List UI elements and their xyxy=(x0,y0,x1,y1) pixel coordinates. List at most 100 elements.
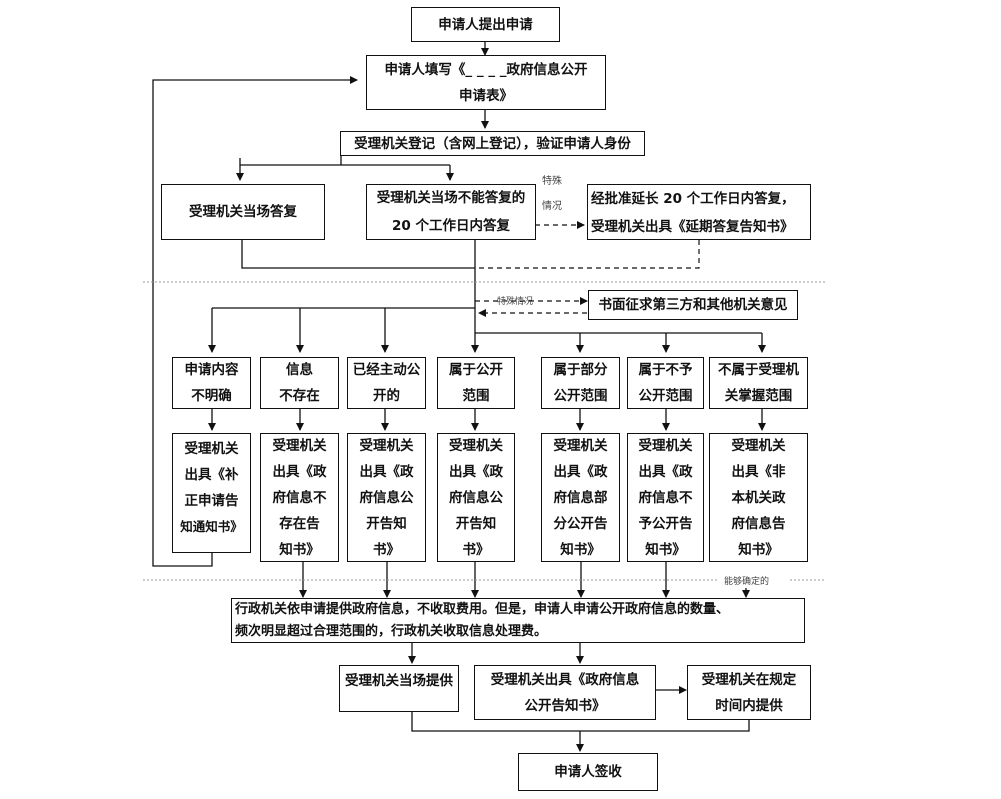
category-1-line2: 不明确 xyxy=(191,388,232,404)
connector-register-split xyxy=(239,158,450,166)
result-4-line1: 受理机关 xyxy=(449,437,503,454)
result-6-line1: 受理机关 xyxy=(638,437,693,454)
result-2-line4: 存在告 xyxy=(279,515,320,532)
result-1: 受理机关 出具《补 正申请告 知通知书》 xyxy=(172,433,251,553)
node-issue-notice: 受理机关出具《政府信息 公开告知书》 xyxy=(474,665,656,720)
category-1-line1: 申请内容 xyxy=(184,362,239,378)
node-reply-20-days-line1: 受理机关当场不能答复的 xyxy=(376,190,526,206)
category-7: 不属于受理机 关掌握范围 xyxy=(709,357,808,409)
node-fill-form: 申请人填写《_ _ _ _政府信息公开 申请表》 xyxy=(366,55,606,110)
category-3: 已经主动公 开的 xyxy=(347,357,426,409)
node-fill-form-line2: 申请表》 xyxy=(459,87,513,104)
result-6-line4: 予公开告 xyxy=(638,515,693,532)
result-6-line3: 府信息不 xyxy=(638,489,693,506)
result-5-line3: 府信息部 xyxy=(553,489,608,506)
result-3: 受理机关 出具《政 府信息公 开告知 书》 xyxy=(347,433,426,562)
node-consult-third-party: 书面征求第三方和其他机关意见 xyxy=(588,290,798,320)
result-7-line1: 受理机关 xyxy=(731,437,786,454)
result-1-line3: 正申请告 xyxy=(184,493,239,509)
fee-notice-line1: 行政机关依申请提供政府信息，不收取费用。但是，申请人申请公开政府信息的数量、 xyxy=(235,602,730,617)
node-apply-text: 申请人提出申请 xyxy=(438,16,533,33)
result-7: 受理机关 出具《非 本机关政 府信息告 知书》 xyxy=(709,433,808,562)
result-5-line2: 出具《政 xyxy=(553,463,608,480)
node-sign: 申请人签收 xyxy=(518,753,658,791)
provide-in-time-line2: 时间内提供 xyxy=(715,697,783,714)
node-provide-on-spot: 受理机关当场提供 xyxy=(339,665,459,712)
result-7-line3: 本机关政 xyxy=(731,489,786,506)
sign-text: 申请人签收 xyxy=(554,764,622,780)
fee-notice-line2: 频次明显超过合理范围的，行政机关收取信息处理费。 xyxy=(235,624,548,639)
result-3-line2: 出具《政 xyxy=(359,463,414,480)
result-1-line1: 受理机关 xyxy=(184,441,239,457)
category-1: 申请内容 不明确 xyxy=(172,357,251,409)
category-2-line2: 不存在 xyxy=(279,388,320,404)
node-reply-20-days: 受理机关当场不能答复的 20 个工作日内答复 xyxy=(366,184,536,240)
result-1-line2: 出具《补 xyxy=(184,467,239,483)
connector-reply-merge xyxy=(241,240,475,269)
node-reply-20-days-line2: 20 个工作日内答复 xyxy=(392,218,510,234)
node-apply: 申请人提出申请 xyxy=(411,7,560,42)
result-7-line2: 出具《非 xyxy=(731,463,786,480)
result-2-line1: 受理机关 xyxy=(272,437,327,454)
issue-notice-line1: 受理机关出具《政府信息 xyxy=(490,671,640,688)
category-2: 信息 不存在 xyxy=(260,357,339,409)
annotation-special-case-b: 情况 xyxy=(542,201,562,212)
node-reply-on-spot: 受理机关当场答复 xyxy=(161,184,325,240)
category-3-line2: 开的 xyxy=(373,388,400,404)
issue-notice-line2: 公开告知书》 xyxy=(524,697,606,714)
node-register-text: 受理机关登记（含网上登记），验证申请人身份 xyxy=(354,135,631,152)
category-4: 属于公开 范围 xyxy=(437,357,515,409)
category-5-line1: 属于部分 xyxy=(553,362,608,378)
result-5: 受理机关 出具《政 府信息部 分公开告 知书》 xyxy=(541,433,620,562)
result-3-line5: 书》 xyxy=(373,541,400,558)
category-3-line1: 已经主动公 xyxy=(352,362,421,378)
dashed-extend-return xyxy=(475,240,700,269)
result-3-line4: 开告知 xyxy=(366,515,407,532)
category-5: 属于部分 公开范围 xyxy=(541,357,620,409)
node-extend: 经批准延长 20 个工作日内答复， 受理机关出具《延期答复告知书》 xyxy=(587,184,811,240)
annotation-special-case-2: 特殊情况 xyxy=(497,297,534,307)
category-7-line1: 不属于受理机 xyxy=(718,362,799,378)
node-fee-notice: 行政机关依申请提供政府信息，不收取费用。但是，申请人申请公开政府信息的数量、 频… xyxy=(231,598,805,643)
result-3-line1: 受理机关 xyxy=(359,437,414,454)
result-2: 受理机关 出具《政 府信息不 存在告 知书》 xyxy=(260,433,339,562)
result-2-line3: 府信息不 xyxy=(272,489,327,506)
result-2-line2: 出具《政 xyxy=(272,463,327,480)
result-3-line3: 府信息公 xyxy=(359,489,414,506)
category-6-line2: 公开范围 xyxy=(638,388,693,404)
category-7-line2: 关掌握范围 xyxy=(724,388,793,404)
category-4-line1: 属于公开 xyxy=(449,362,503,378)
result-1-line4: 知通知书》 xyxy=(180,519,243,534)
result-4-line2: 出具《政 xyxy=(449,463,503,480)
result-2-line5: 知书》 xyxy=(279,541,320,558)
result-4: 受理机关 出具《政 府信息公 开告知 书》 xyxy=(437,433,515,562)
annotation-can-determine: 能够确定的 xyxy=(722,574,772,587)
result-6: 受理机关 出具《政 府信息不 予公开告 知书》 xyxy=(627,433,704,562)
result-5-line1: 受理机关 xyxy=(553,437,608,454)
node-extend-line2: 受理机关出具《延期答复告知书》 xyxy=(591,219,794,235)
result-6-line2: 出具《政 xyxy=(638,463,693,480)
result-4-line5: 书》 xyxy=(462,541,490,558)
category-2-line1: 信息 xyxy=(286,362,313,378)
loopback-line xyxy=(152,76,358,567)
result-6-line5: 知书》 xyxy=(645,541,686,558)
category-6-line1: 属于不予 xyxy=(638,362,693,378)
result-7-line4: 府信息告 xyxy=(731,515,786,532)
category-6: 属于不予 公开范围 xyxy=(627,357,704,409)
node-provide-in-time: 受理机关在规定 时间内提供 xyxy=(687,665,811,720)
result-7-line5: 知书》 xyxy=(738,541,779,558)
provide-on-spot-text: 受理机关当场提供 xyxy=(345,673,453,689)
node-fill-form-line1: 申请人填写《_ _ _ _政府信息公开 xyxy=(384,61,588,78)
node-register: 受理机关登记（含网上登记），验证申请人身份 xyxy=(340,131,645,156)
category-5-line2: 公开范围 xyxy=(553,388,608,404)
node-consult-text: 书面征求第三方和其他机关意见 xyxy=(598,297,788,313)
result-5-line4: 分公开告 xyxy=(553,515,608,532)
node-reply-on-spot-text: 受理机关当场答复 xyxy=(189,204,297,220)
provide-in-time-line1: 受理机关在规定 xyxy=(701,671,797,688)
result-4-line4: 开告知 xyxy=(455,515,497,532)
node-extend-line1: 经批准延长 20 个工作日内答复， xyxy=(591,191,795,207)
annotation-special-case-a: 特殊 xyxy=(542,176,562,187)
result-4-line3: 府信息公 xyxy=(449,489,503,506)
result-5-line5: 知书》 xyxy=(560,541,601,558)
